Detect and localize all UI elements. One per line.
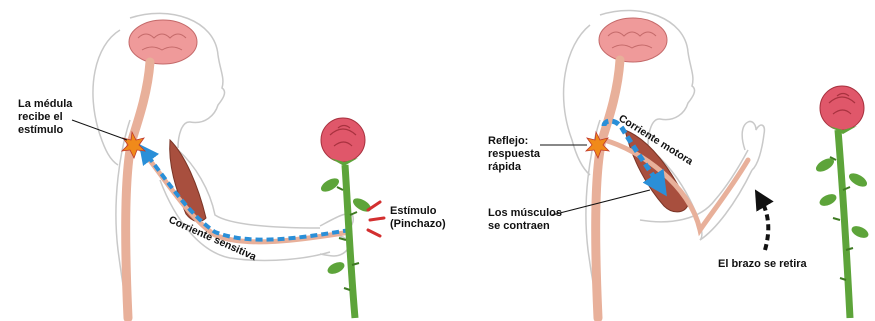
- muscles-label: Los músculos se contraen: [488, 207, 562, 233]
- left-rose-leaf: [319, 176, 341, 195]
- right-rose-stem: [838, 130, 850, 318]
- left-rose-stem: [345, 165, 355, 318]
- stimulus-label: Estímulo (Pinchazo): [390, 205, 446, 231]
- arm-withdraws-label: El brazo se retira: [718, 258, 807, 271]
- pinch-marks-icon: [368, 202, 384, 236]
- spinal-cord-label: La médula recibe el estímulo: [18, 98, 72, 137]
- left-rose-leaf: [351, 196, 373, 215]
- right-rose-leaf: [818, 192, 839, 209]
- left-sensory-nerve: [135, 142, 350, 242]
- left-brain: [129, 20, 197, 64]
- reflex-label: Reflejo: respuesta rápida: [488, 135, 540, 174]
- left-rose-bloom: [321, 118, 365, 162]
- right-rose-leaf: [847, 171, 869, 190]
- right-figure: [540, 10, 768, 318]
- left-rose: [319, 118, 384, 318]
- muscles-leader: [552, 190, 650, 215]
- arm-withdraws-arrow: [760, 198, 768, 250]
- right-spinal-cord: [596, 60, 620, 318]
- right-rose-leaf: [850, 224, 871, 241]
- left-rose-leaf: [326, 260, 347, 277]
- right-rose: [814, 86, 870, 318]
- right-rose-bloom: [820, 86, 864, 130]
- left-spinal-cord: [126, 62, 150, 318]
- right-hair-outline: [564, 25, 590, 175]
- left-figure: [72, 13, 353, 318]
- left-hair-outline: [93, 30, 120, 165]
- spinal-cord-leader: [72, 120, 127, 140]
- right-brain: [599, 18, 667, 62]
- sensory-current-label: Corriente sensitiva: [167, 214, 258, 263]
